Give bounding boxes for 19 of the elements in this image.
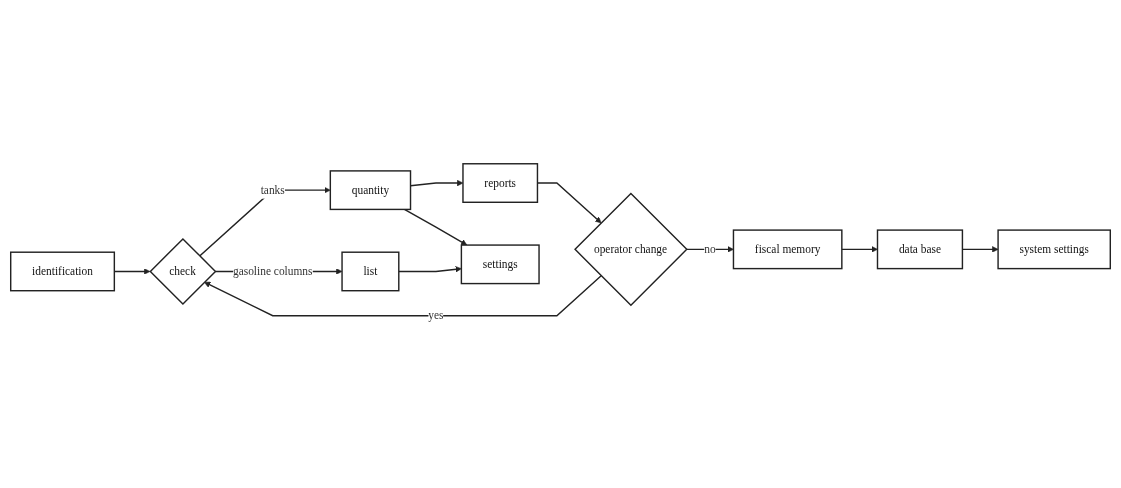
edge-label: tanks — [260, 183, 285, 196]
edge-label: yes — [428, 309, 444, 322]
node-box: system settings — [997, 229, 1111, 270]
arrow — [403, 208, 468, 246]
node-box: quantity — [329, 170, 412, 211]
edge-label: gasoline columns — [232, 265, 313, 278]
node-diamond: operator change — [574, 192, 688, 307]
node-box: settings — [460, 244, 540, 285]
arrow — [398, 266, 462, 273]
node-box: list — [341, 251, 400, 292]
node-box: fiscal memory — [732, 229, 843, 270]
arrow — [204, 275, 602, 317]
node-diamond: check — [149, 237, 217, 306]
node-box: identification — [10, 251, 116, 292]
node-box: reports — [462, 163, 539, 203]
node-box: data base — [876, 229, 964, 270]
arrow — [685, 246, 734, 253]
edge-label: no — [704, 242, 716, 256]
arrow — [841, 246, 878, 253]
